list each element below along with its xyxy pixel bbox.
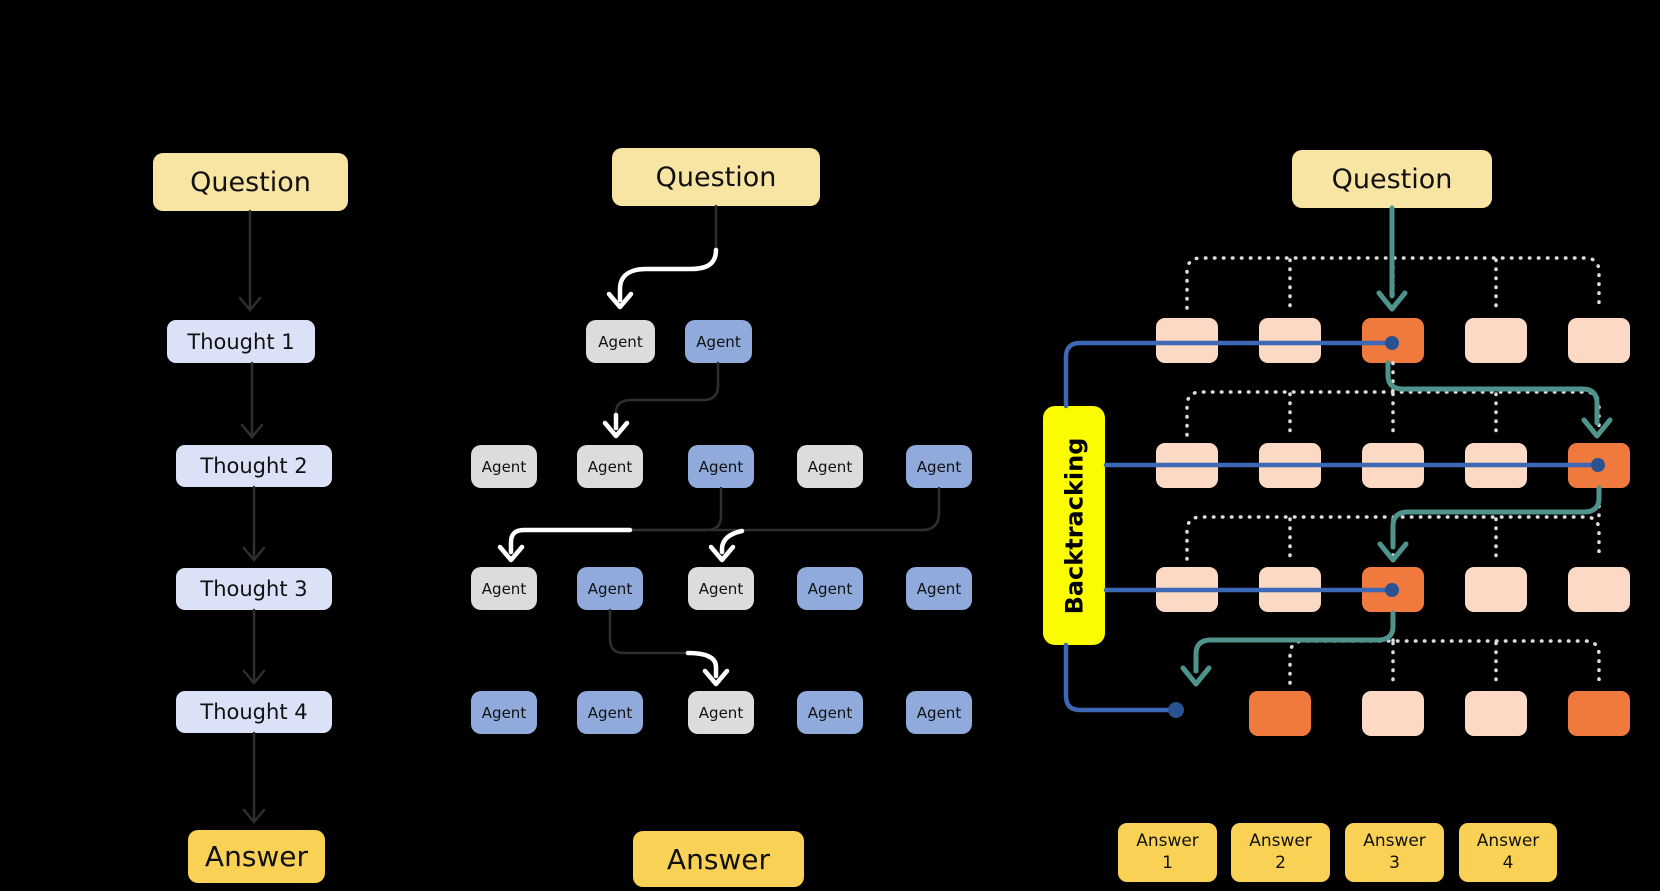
tree-node [1156, 443, 1218, 488]
tree-node [1259, 443, 1321, 488]
left-thought-1-node: Thought 1 [167, 320, 315, 363]
tree-node-selected [1362, 318, 1424, 363]
tree-node [1156, 567, 1218, 612]
tree-node-selected [1249, 691, 1311, 736]
answer-line: 1 [1162, 852, 1173, 873]
agent-node: Agent [906, 445, 972, 488]
agent-node: Agent [577, 691, 643, 734]
tree-node [1465, 567, 1527, 612]
answer-line: Answer [1476, 831, 1540, 852]
answer-line: 3 [1389, 852, 1400, 873]
tree-node [1362, 443, 1424, 488]
answer-line: 4 [1502, 852, 1514, 873]
left-question-node: Question [153, 153, 348, 211]
tree-node-selected [1568, 691, 1630, 736]
backtracking-label: Backtracking [1043, 406, 1105, 645]
tree-node [1465, 318, 1527, 363]
tree-node [1259, 318, 1321, 363]
answer-line: Answer [1363, 831, 1426, 852]
right-answer-1-node: Answer 1 [1118, 823, 1217, 882]
agent-node: Agent [471, 445, 537, 488]
agent-node: Agent [688, 691, 754, 734]
answer-line: Answer [1136, 831, 1199, 852]
agent-node: Agent [688, 445, 754, 488]
agent-node: Agent [577, 567, 643, 610]
right-blue-backtracking-path [1063, 336, 1605, 718]
agent-node: Agent [685, 320, 752, 363]
left-thought-4-node: Thought 4 [176, 691, 332, 733]
answer-line: 2 [1275, 852, 1286, 873]
right-answer-4-node: Answer 4 [1459, 823, 1557, 882]
tree-node [1156, 318, 1218, 363]
agent-node: Agent [688, 567, 754, 610]
right-question-node: Question [1292, 150, 1492, 208]
agent-node: Agent [797, 445, 863, 488]
left-answer-node: Answer [188, 830, 325, 883]
right-answer-2-node: Answer 2 [1231, 823, 1330, 882]
middle-dark-connectors [608, 204, 941, 655]
left-thought-2-node: Thought 2 [176, 445, 332, 487]
agent-node: Agent [471, 691, 537, 734]
tree-node [1465, 691, 1527, 736]
agent-node: Agent [577, 445, 643, 488]
tree-node [1568, 567, 1630, 612]
tree-node [1362, 691, 1424, 736]
middle-question-node: Question [612, 148, 820, 206]
right-answer-3-node: Answer 3 [1345, 823, 1444, 882]
agent-node: Agent [471, 567, 537, 610]
tree-node-selected [1568, 443, 1630, 488]
agent-node: Agent [906, 691, 972, 734]
tree-node [1568, 318, 1630, 363]
agent-node: Agent [797, 691, 863, 734]
path-endpoint-dot [1168, 702, 1184, 718]
middle-answer-node: Answer [633, 831, 804, 887]
backtracking-text: Backtracking [1060, 437, 1089, 614]
agent-node: Agent [797, 567, 863, 610]
left-thought-3-node: Thought 3 [176, 568, 332, 610]
agent-node: Agent [586, 320, 655, 363]
tree-node [1259, 567, 1321, 612]
agent-node: Agent [906, 567, 972, 610]
answer-line: Answer [1249, 831, 1312, 852]
tree-node-selected [1362, 567, 1424, 612]
tree-node [1465, 443, 1527, 488]
